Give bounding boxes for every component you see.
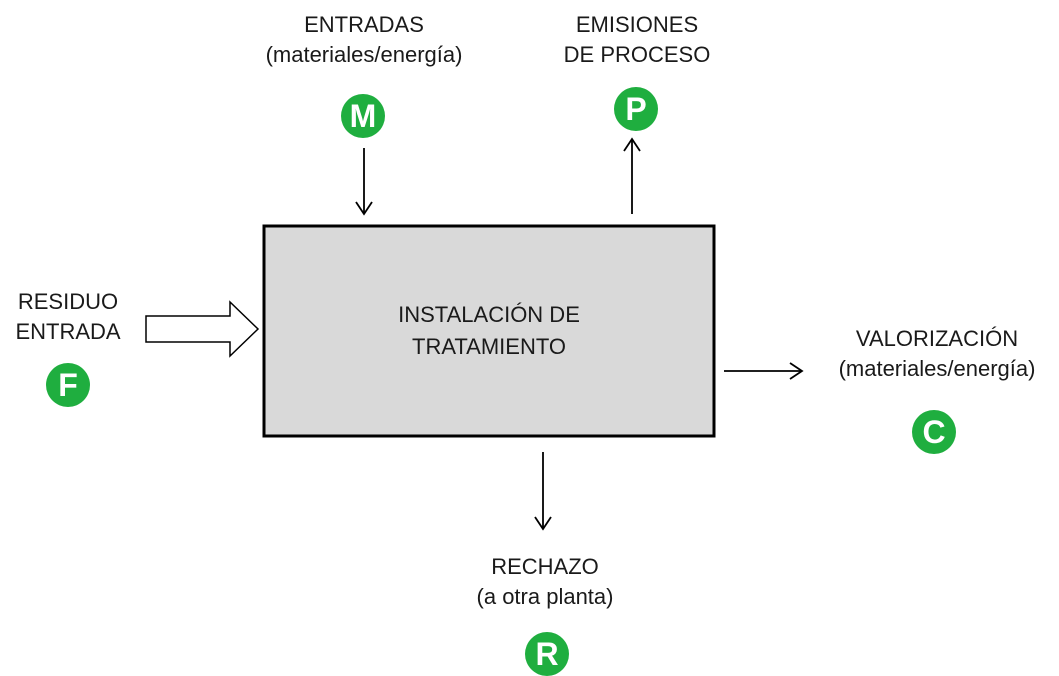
rejection-badge: R [525,632,569,676]
inputs-label-line1: ENTRADAS [304,12,424,37]
rejection-label-line1: RECHAZO [491,554,599,579]
inputs-label-line2: (materiales/energía) [265,42,463,67]
rejection-arrow [534,452,552,531]
waste-input-label: RESIDUO ENTRADA [15,287,120,347]
treatment-plant-label: INSTALACIÓN DE TRATAMIENTO [264,226,714,436]
emissions-badge: P [614,87,658,131]
waste-input-arrow [145,300,260,358]
inputs-label: ENTRADAS (materiales/energía) [266,10,463,70]
waste-input-badge: F [46,363,90,407]
inputs-badge: M [341,94,385,138]
treatment-plant-label-line2: TRATAMIENTO [412,334,566,359]
emissions-label-line1: EMISIONES [575,12,699,37]
valorization-arrow [724,362,804,380]
waste-input-label-line1: RESIDUO [17,289,119,314]
treatment-plant-box [262,224,716,438]
rejection-label: RECHAZO (a otra planta) [477,552,614,612]
treatment-plant-label-line1: INSTALACIÓN DE [398,302,580,327]
valorization-badge: C [912,410,956,454]
rejection-label-line2: (a otra planta) [476,584,614,609]
valorization-label-line2: (materiales/energía) [838,356,1036,381]
emissions-label-line2: DE PROCESO [563,42,711,67]
inputs-arrow [355,148,373,216]
emissions-label: EMISIONES DE PROCESO [564,10,711,70]
valorization-label-line1: VALORIZACIÓN [855,326,1019,351]
waste-input-label-line2: ENTRADA [15,319,121,344]
emissions-arrow [623,137,641,214]
valorization-label: VALORIZACIÓN (materiales/energía) [839,324,1036,384]
